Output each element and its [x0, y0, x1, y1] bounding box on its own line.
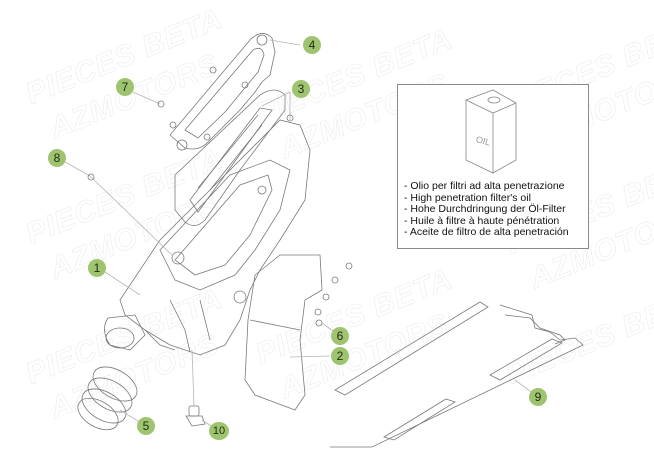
callout-7[interactable]: 7	[116, 78, 134, 96]
callout-8[interactable]: 8	[48, 149, 66, 167]
callout-3[interactable]: 3	[292, 80, 310, 98]
info-line-english: - High penetration filter's oil	[404, 191, 531, 204]
callout-6[interactable]: 6	[331, 327, 349, 345]
callout-9[interactable]: 9	[529, 388, 547, 406]
can-label: OIL	[475, 134, 492, 147]
part-4-bracket	[169, 33, 276, 151]
callout-4[interactable]: 4	[303, 36, 321, 54]
oil-can-icon: OIL	[465, 89, 517, 174]
part-10-drain-plug	[185, 349, 220, 432]
part-1-airbox	[104, 119, 311, 356]
info-line-italian: - Olio per filtri ad alta penetrazione	[404, 180, 565, 192]
callout-2[interactable]: 2	[331, 347, 349, 365]
part-6-screws	[314, 262, 353, 337]
info-text: - Olio per filtri ad alta penetrazione -…	[404, 180, 569, 239]
part-9-foam-strips	[330, 301, 584, 448]
info-line-german: - Hohe Durchdringung der Öl-Filter	[404, 203, 566, 215]
callout-10[interactable]: 10	[209, 422, 229, 440]
info-box: OIL - Olio per filtri ad alta penetrazio…	[397, 84, 589, 249]
leader-lines	[64, 39, 331, 358]
info-line-spanish: - Aceite de filtro de alta penetración	[404, 226, 569, 238]
callout-1[interactable]: 1	[88, 259, 106, 277]
callout-5[interactable]: 5	[137, 417, 155, 435]
part-5-boot	[77, 366, 147, 431]
part-3-filter-frame	[174, 89, 286, 226]
info-line-french: - Huile à filtre à haute pénétration	[404, 214, 560, 227]
part-2-deflector	[244, 254, 323, 411]
